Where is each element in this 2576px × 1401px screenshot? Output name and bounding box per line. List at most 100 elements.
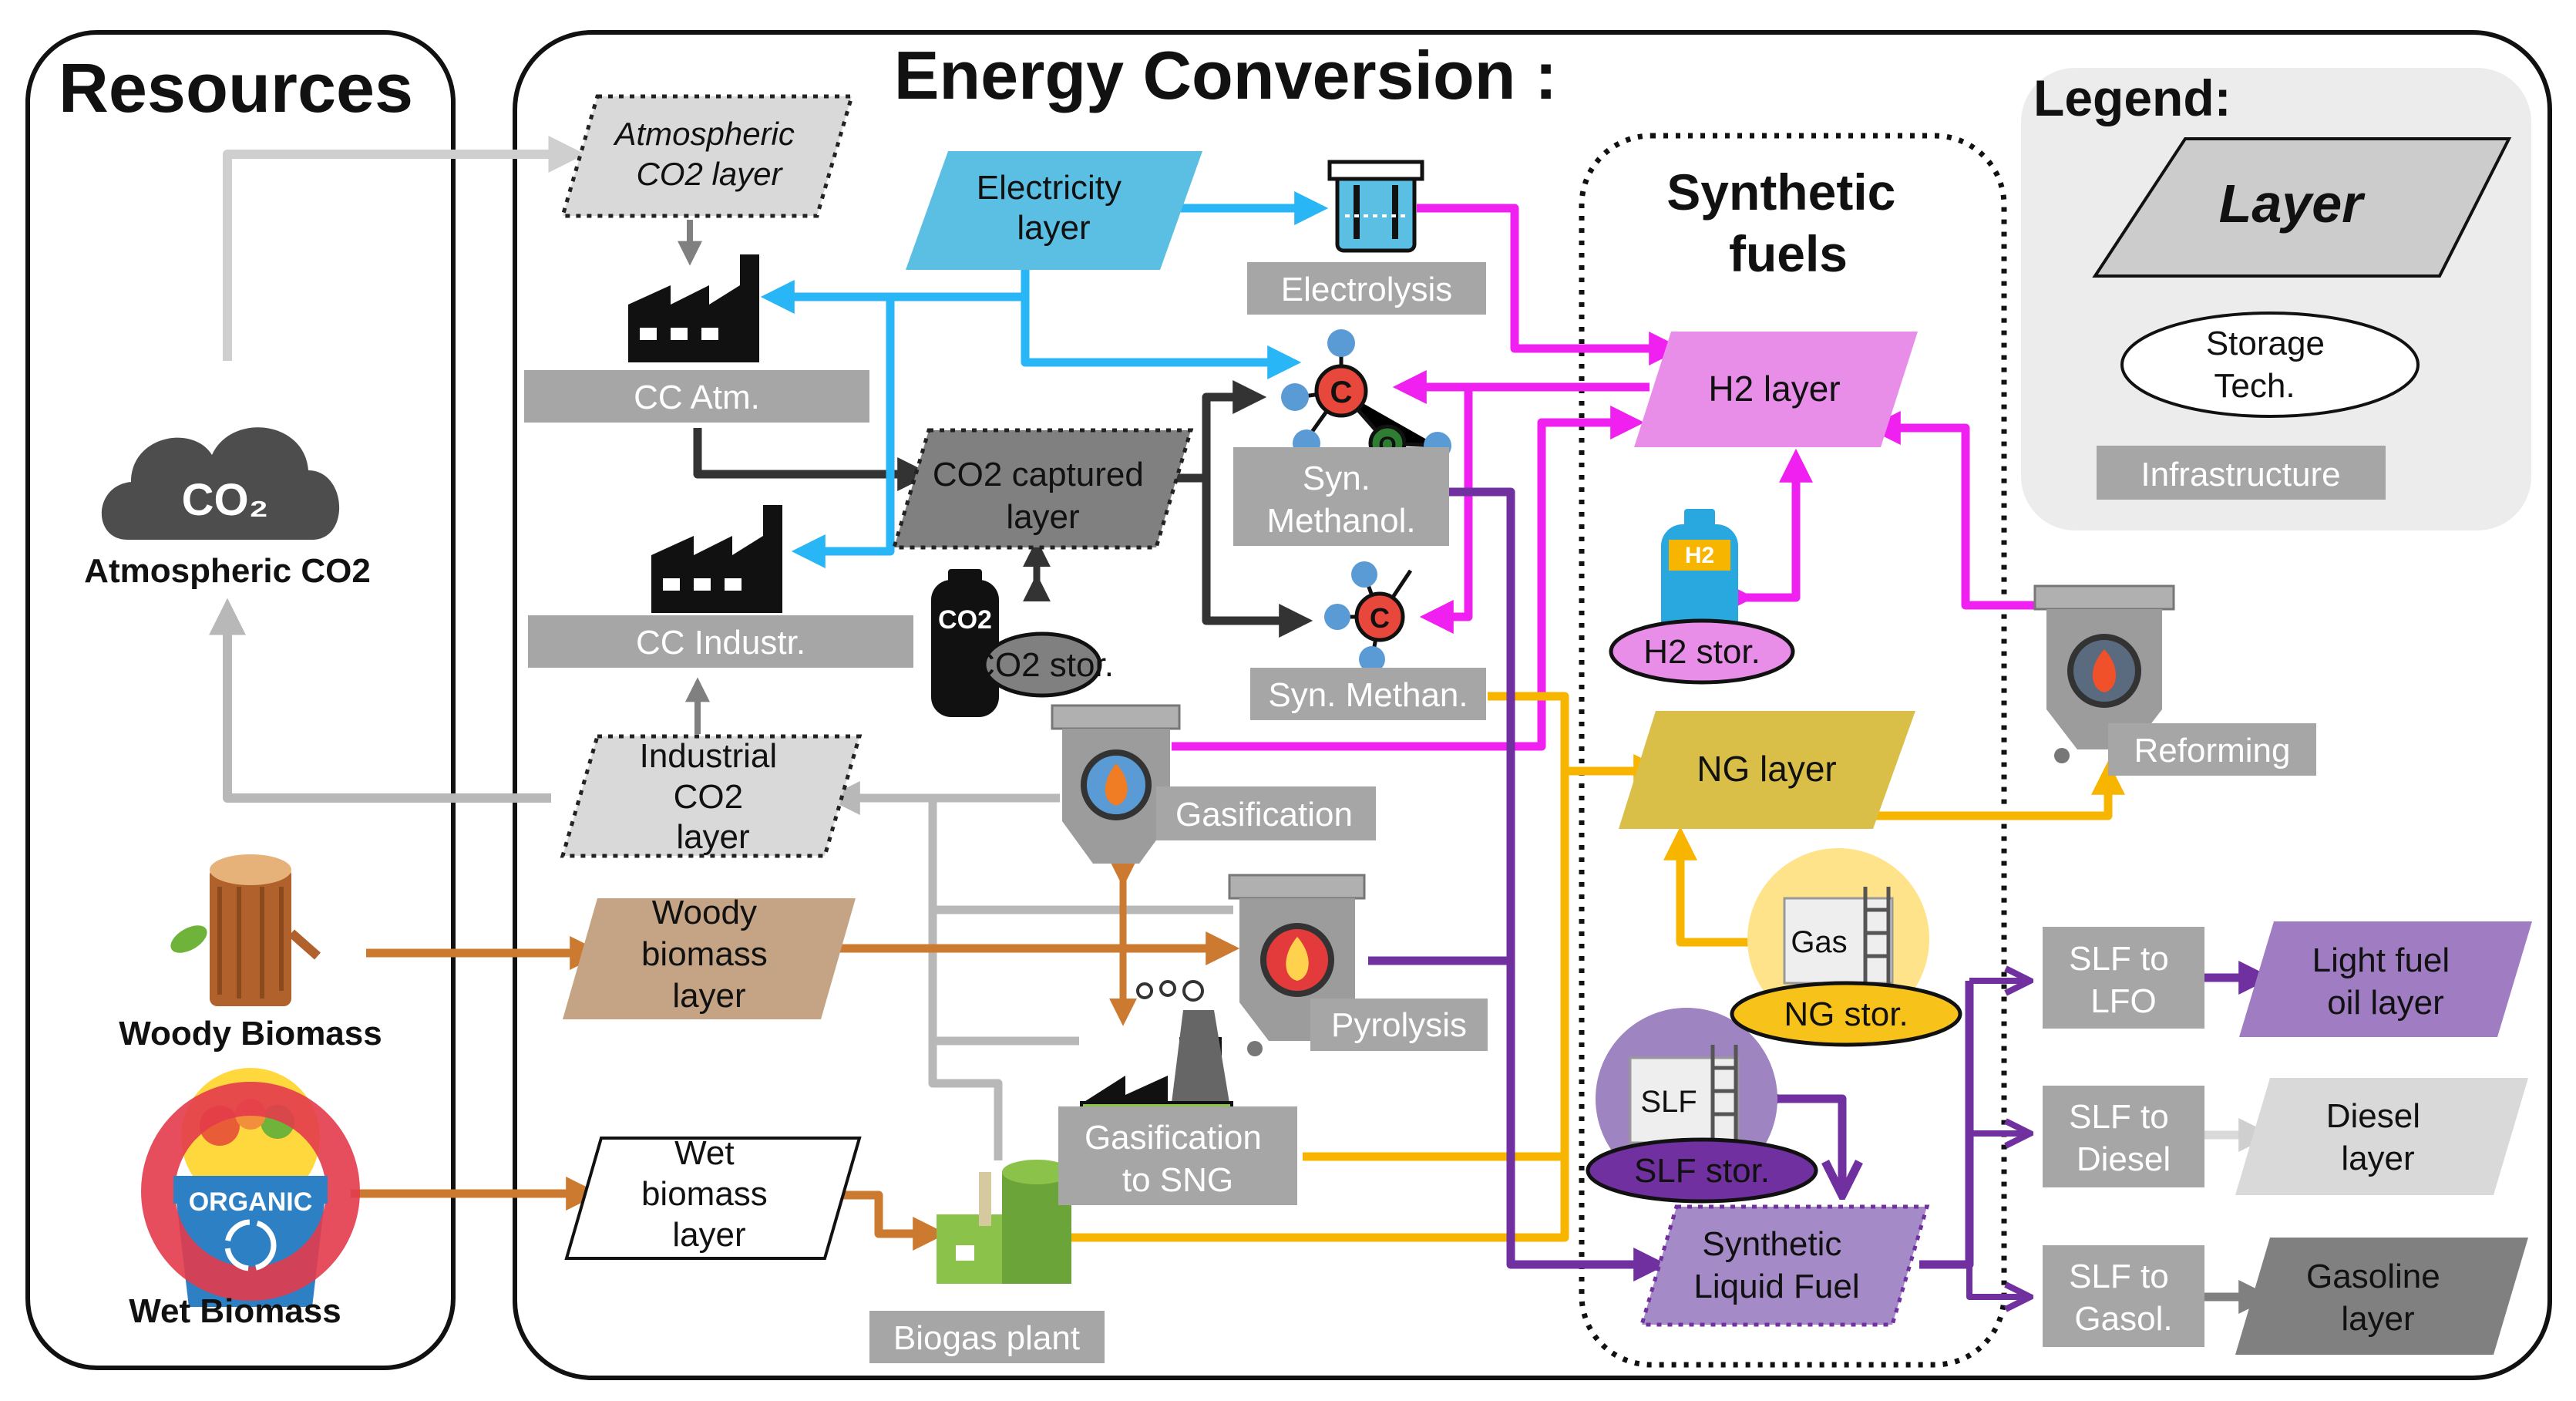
legend-infrastructure-entry: Infrastructure — [2097, 446, 2386, 500]
storage-co2[interactable]: CO2 stor. — [970, 631, 1114, 698]
biogas-plant-icon — [937, 1160, 1071, 1284]
svg-text:CO2 stor.: CO2 stor. — [970, 646, 1114, 684]
factory-icon-cc-industr — [651, 505, 782, 613]
svg-text:C: C — [1330, 376, 1353, 409]
svg-text:Diesel layer: Diesel layer — [2326, 1097, 2430, 1177]
flow-h2-to-syn-methan — [1419, 387, 1473, 634]
flow-ng-storage-link — [1663, 826, 1774, 959]
tech-gasification[interactable]: Gasification — [1156, 786, 1376, 840]
svg-text:NG layer: NG layer — [1697, 749, 1836, 789]
flow-slf-to-gasol — [1966, 1265, 2027, 1297]
reformer-icon — [2033, 584, 2175, 763]
svg-text:Gasoline layer: Gasoline layer — [2306, 1258, 2450, 1338]
co2-symbol: CO₂ — [182, 475, 269, 525]
svg-text:Wet biomass layer: Wet biomass layer — [641, 1134, 777, 1254]
synthetic-fuels-heading: Synthetic fuels — [1666, 163, 1909, 282]
storage-slf[interactable]: SLF stor. — [1586, 1137, 1818, 1204]
legend-layer-entry: Layer — [2092, 137, 2512, 278]
tech-pyrolysis[interactable]: Pyrolysis — [1310, 999, 1488, 1051]
layer-co2-captured[interactable]: CO2 captured layer — [891, 428, 1194, 550]
factory-icon-cc-atm — [628, 254, 759, 362]
flow-biogas-to-industrial-co2 — [826, 781, 1003, 1160]
layer-h2[interactable]: H2 layer — [1634, 332, 1918, 447]
layer-electricity[interactable]: Electricity layer — [906, 151, 1202, 270]
storage-h2[interactable]: H2 stor. — [1609, 618, 1795, 685]
atmospheric-co2-label: Atmospheric CO2 — [84, 552, 371, 590]
flow-co2-captured-to-syn-methan — [1202, 478, 1313, 638]
storage-ng[interactable]: NG stor. — [1730, 981, 1962, 1047]
energy-conversion-heading: Energy Conversion : — [894, 37, 1558, 113]
tech-syn-methanol[interactable]: Syn. Methanol. — [1233, 447, 1449, 546]
electrolysis-icon — [1327, 160, 1424, 253]
tech-cc-industr[interactable]: CC Industr. — [528, 615, 913, 668]
svg-text:SLF to LFO: SLF to LFO — [2069, 940, 2178, 1020]
co2-tank-icon: CO2 — [931, 569, 999, 717]
atmospheric-co2-resource: CO₂ Atmospheric CO2 — [84, 427, 371, 590]
layer-gasoline[interactable]: Gasoline layer — [2235, 1238, 2528, 1355]
flow-gasification-to-h2 — [1172, 406, 1645, 751]
flow-wet-layer-to-biogas — [817, 1191, 947, 1251]
recycle-icon — [224, 1219, 277, 1271]
tech-cc-atm[interactable]: CC Atm. — [524, 370, 869, 423]
svg-text:H2 layer: H2 layer — [1708, 369, 1840, 409]
tech-slf-to-gasol[interactable]: SLF to Gasol. — [2043, 1245, 2204, 1347]
svg-text:Gasification to SNG: Gasification to SNG — [1085, 1119, 1271, 1199]
woody-biomass-resource: Woody Biomass — [119, 854, 382, 1052]
layer-synthetic-liquid-fuel[interactable]: Synthetic Liquid Fuel — [1639, 1204, 1930, 1327]
svg-text:Storage Tech.: Storage Tech. — [2206, 325, 2334, 405]
legend-heading: Legend: — [2033, 69, 2231, 126]
layer-industrial-co2[interactable]: Industrial CO2 layer — [560, 734, 863, 858]
svg-text:Woody biomass laye: Woody biomass layer — [641, 894, 777, 1015]
resources-heading: Resources — [59, 50, 413, 127]
tech-slf-to-diesel[interactable]: SLF to Diesel — [2043, 1086, 2204, 1187]
flow-electricity-to-cc-industr — [791, 297, 895, 568]
svg-text:Electricity layer: Electricity layer — [977, 169, 1131, 247]
layer-atmospheric-co2[interactable]: Atmospheric CO2 layer — [560, 94, 855, 218]
flow-syn-methan-to-ng — [1488, 692, 1668, 788]
svg-text:Pyrolysis: Pyrolysis — [1331, 1006, 1467, 1044]
flow-connections — [209, 136, 2273, 1314]
tech-gasification-to-sng[interactable]: Gasification to SNG — [1058, 1106, 1297, 1205]
layer-light-fuel-oil[interactable]: Light fuel oil layer — [2239, 921, 2532, 1037]
tech-electrolysis[interactable]: Electrolysis — [1247, 262, 1486, 315]
svg-text:Synthetic Liquid Fuel: Synthetic Liquid Fuel — [1693, 1225, 1859, 1305]
svg-text:Reforming: Reforming — [2134, 732, 2291, 770]
svg-text:Syn. Methan.: Syn. Methan. — [1268, 676, 1468, 714]
flow-reforming-to-h2 — [1866, 411, 2077, 610]
svg-text:SLF: SLF — [1640, 1085, 1697, 1119]
svg-text:CC Atm.: CC Atm. — [634, 379, 760, 416]
layer-ng[interactable]: NG layer — [1619, 711, 1915, 829]
svg-text:SLF to Diesel: SLF to Diesel — [2069, 1098, 2178, 1178]
flow-h2-storage-link — [1720, 448, 1813, 615]
layer-wet-biomass[interactable]: Wet biomass layer — [564, 1134, 862, 1260]
legend-storage-entry: Storage Tech. — [2120, 312, 2420, 418]
layer-woody-biomass[interactable]: Woody biomass layer — [563, 894, 856, 1019]
tech-biogas-plant[interactable]: Biogas plant — [869, 1311, 1105, 1363]
svg-text:Gas: Gas — [1791, 925, 1847, 959]
tech-syn-methan[interactable]: Syn. Methan. — [1250, 668, 1486, 720]
svg-text:C: C — [1370, 602, 1390, 634]
layer-diesel[interactable]: Diesel layer — [2235, 1078, 2528, 1195]
svg-text:H2: H2 — [1685, 543, 1714, 568]
flow-industrial-co2-to-atmosphere — [209, 598, 551, 803]
gasifier-icon — [1051, 704, 1181, 864]
svg-text:Atmospheric CO2 layer: Atmospheric CO2 layer — [612, 116, 803, 192]
organic-label: ORGANIC — [189, 1187, 313, 1217]
flow-atm-resource-to-atm-layer — [223, 136, 586, 361]
svg-text:Biogas plant: Biogas plant — [893, 1319, 1080, 1357]
svg-text:Industrial CO2 lay: Industrial CO2 layer — [640, 737, 787, 856]
cloud-icon — [101, 427, 340, 540]
svg-text:H2 stor.: H2 stor. — [1643, 633, 1760, 671]
svg-text:Infrastructure: Infrastructure — [2141, 456, 2340, 493]
wet-biomass-label: Wet Biomass — [129, 1292, 341, 1330]
flow-slf-storage-link — [1777, 1099, 1842, 1191]
svg-text:Electrolysis: Electrolysis — [1281, 271, 1453, 308]
organic-waste-icon — [141, 1068, 360, 1307]
tech-slf-to-lfo[interactable]: SLF to LFO — [2043, 927, 2204, 1029]
flow-ng-to-reforming — [1873, 760, 2125, 820]
flow-biogas-to-ng — [1071, 1149, 1569, 1242]
flow-electrolysis-to-h2 — [1417, 204, 1683, 365]
svg-text:SLF to Gasol.: SLF to Gasol. — [2069, 1258, 2178, 1338]
tech-reforming[interactable]: Reforming — [2108, 723, 2316, 776]
